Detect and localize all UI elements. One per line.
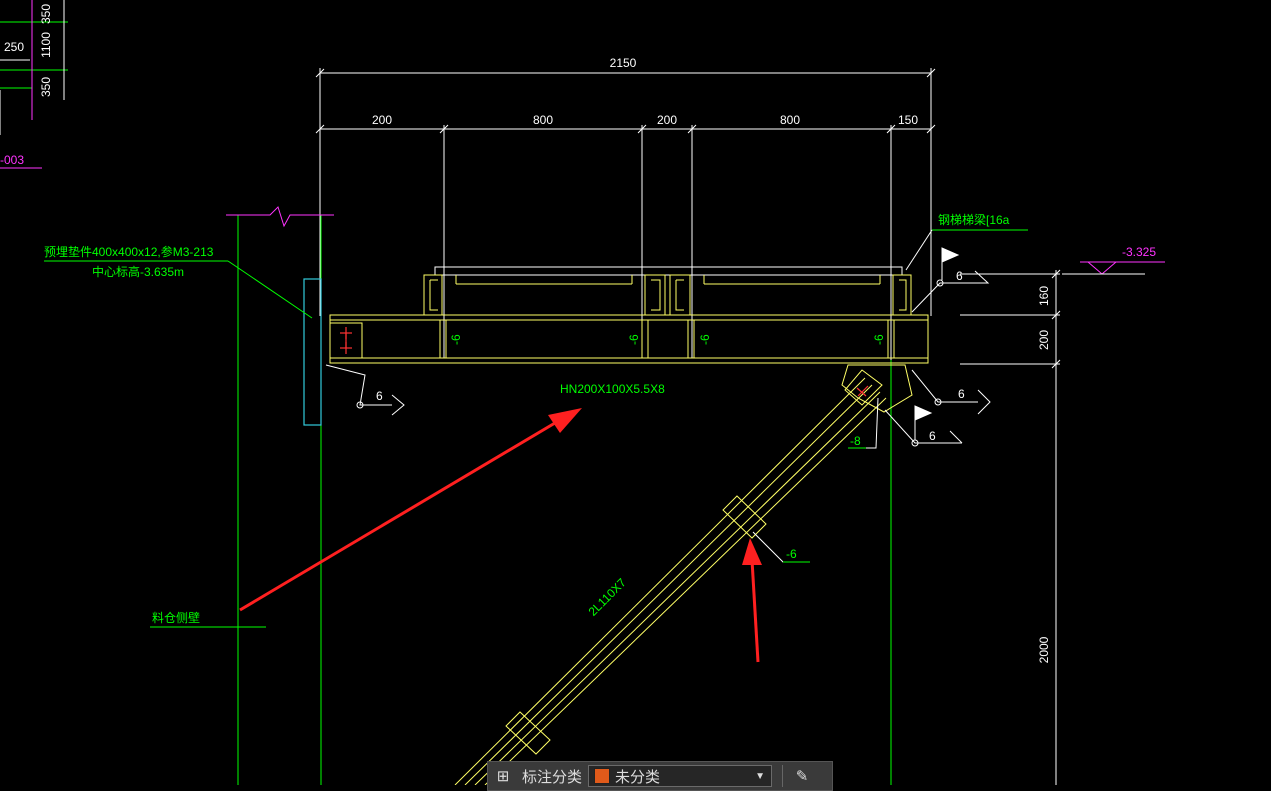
diagonal-brace <box>454 364 913 785</box>
silo-wall-label: 料仓侧壁 <box>152 610 200 625</box>
dimension-segments <box>315 124 936 785</box>
annotation-category-label: 标注分类 <box>522 768 583 786</box>
weld-symbol-top-right <box>911 247 990 313</box>
dim-seg-5: 150 <box>898 113 918 127</box>
weld-symbol-left <box>325 364 405 416</box>
category-select-value: 未分类 <box>615 768 661 786</box>
weld-size-left: 6 <box>376 389 383 403</box>
level-mark-label: -3.325 <box>1122 245 1156 259</box>
weld-symbol-right-mid <box>911 369 991 415</box>
weld-size-top-right: 6 <box>956 269 963 283</box>
annotation-toolbar: ⊞ 标注分类 未分类 ▼ ✎ <box>487 761 833 791</box>
stiffener-thk-1: -6 <box>449 334 463 345</box>
stiffener-thk-3: -6 <box>698 334 712 345</box>
weld-size-right-mid: 6 <box>958 387 965 401</box>
beam-section-label: HN200X100X5.5X8 <box>560 382 665 396</box>
dim-top-left-350b: 350 <box>39 77 53 97</box>
brace-bolt <box>856 385 869 397</box>
dim-seg-3: 200 <box>657 113 677 127</box>
embed-plate <box>303 278 322 426</box>
edit-note-icon[interactable]: ✎ <box>795 768 809 785</box>
dim-seg-2: 800 <box>533 113 553 127</box>
dim-left-width: 250 <box>4 40 24 54</box>
weld-symbol-right-low <box>884 405 963 447</box>
level-mark <box>1062 261 1165 275</box>
dim-vert-160: 160 <box>1037 286 1051 306</box>
dim-vert-200: 200 <box>1037 330 1051 350</box>
bolt-symbols <box>340 327 352 354</box>
plate-thk-6-label: -6 <box>786 547 797 561</box>
brace-section-label: 2L110X7 <box>586 575 629 618</box>
dim-seg-4: 800 <box>780 113 800 127</box>
plate-leaders <box>752 397 879 563</box>
dimension-vertical <box>960 269 1061 785</box>
annotation-category-select[interactable]: 未分类 ▼ <box>588 765 773 787</box>
dim-top-left-350a: 350 <box>39 4 53 24</box>
dim-overall-label: 2150 <box>610 56 637 70</box>
silo-wall <box>226 206 892 785</box>
red-arrow-to-beam <box>239 408 582 612</box>
dim-seg-1: 200 <box>372 113 392 127</box>
left-ref-label: -003 <box>0 153 24 167</box>
platform-beam <box>329 266 929 364</box>
weld-size-right-low: 6 <box>929 429 936 443</box>
layout-icon[interactable]: ⊞ <box>496 768 510 785</box>
top-left-partial-view: 350 1100 350 250 -003 <box>0 0 68 169</box>
stiffener-thk-2: -6 <box>627 334 641 345</box>
dim-top-left-1100: 1100 <box>39 32 53 58</box>
category-color-swatch <box>594 768 611 784</box>
toolbar-divider <box>782 765 784 787</box>
center-elev-text: 中心标高-3.635m <box>92 264 184 279</box>
stair-note-leader <box>905 229 1028 271</box>
embed-note-leader <box>44 260 313 319</box>
embed-note-text: 预埋垫件400x400x12,参M3-213 <box>44 244 214 259</box>
stiffener-thk-4: -6 <box>872 334 886 345</box>
dimension-overall <box>315 68 936 316</box>
chevron-down-icon: ▼ <box>755 770 766 782</box>
red-arrow-to-brace <box>742 538 762 663</box>
plate-thk-8-label: -8 <box>850 434 861 448</box>
dim-vert-2000: 2000 <box>1037 636 1051 663</box>
stair-note-text: 钢梯梯梁[16a <box>938 212 1010 227</box>
